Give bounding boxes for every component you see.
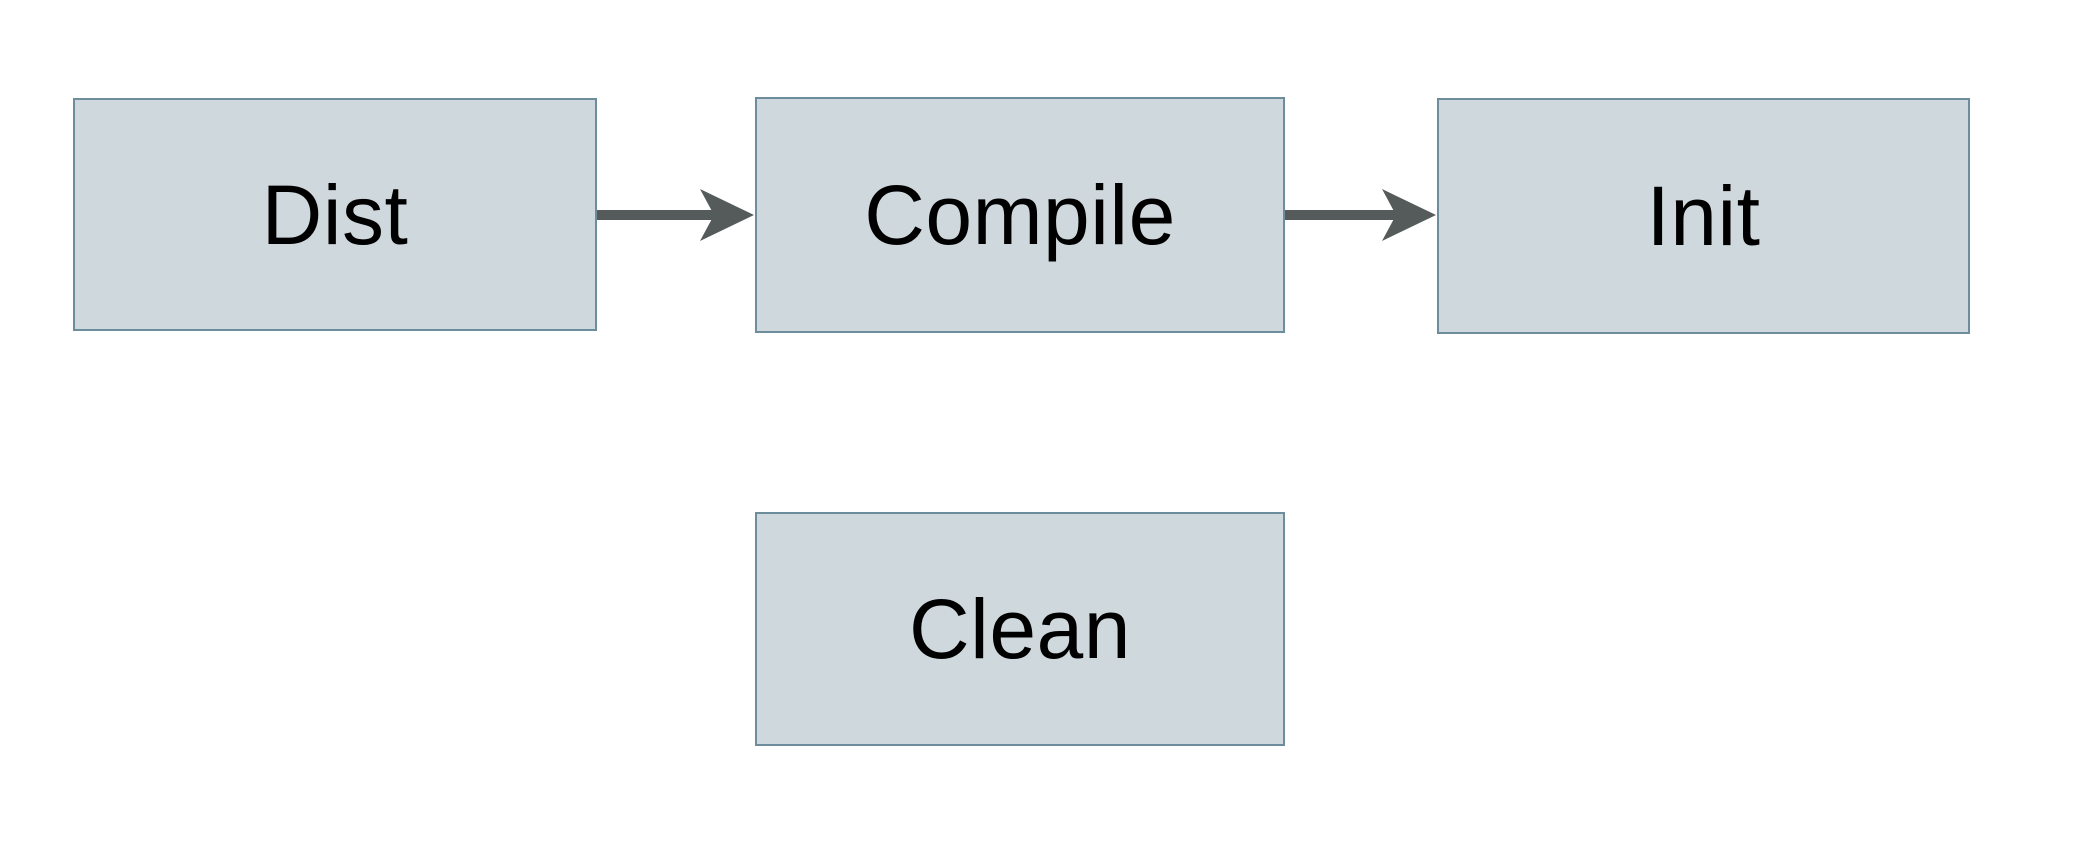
- node-dist-label: Dist: [261, 167, 409, 262]
- arrowhead-icon: [700, 189, 754, 241]
- arrowhead-icon: [1382, 189, 1436, 241]
- node-dist[interactable]: Dist: [73, 98, 597, 331]
- node-init[interactable]: Init: [1437, 98, 1970, 334]
- edge-dist-to-compile[interactable]: [597, 189, 754, 241]
- node-compile-label: Compile: [864, 168, 1176, 262]
- node-init-label: Init: [1646, 169, 1761, 263]
- node-clean-label: Clean: [909, 582, 1131, 676]
- edge-compile-to-init[interactable]: [1285, 189, 1436, 241]
- node-clean[interactable]: Clean: [755, 512, 1285, 746]
- node-compile[interactable]: Compile: [755, 97, 1285, 333]
